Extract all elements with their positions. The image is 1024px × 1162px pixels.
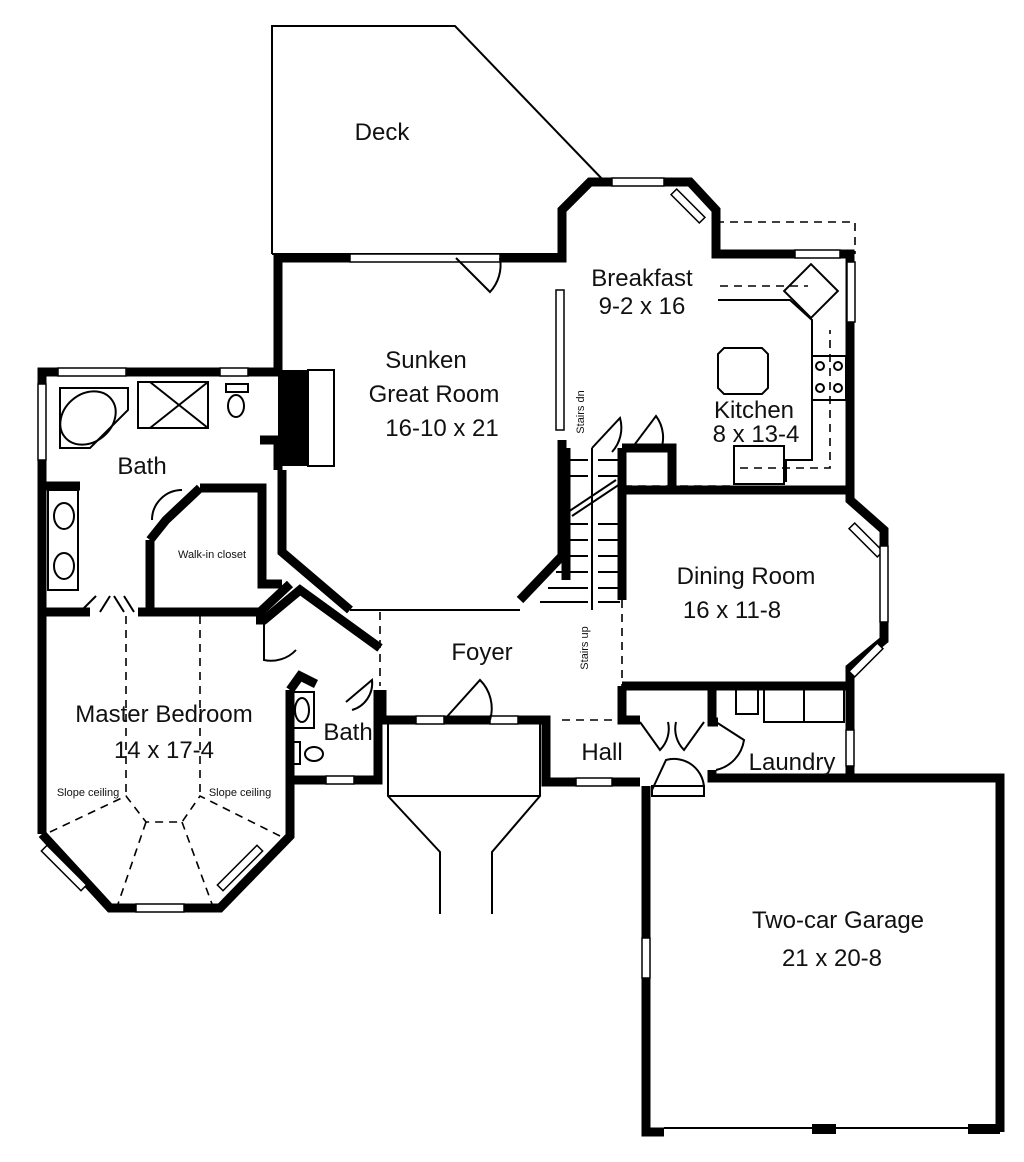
room-size-breakfast: 9-2 x 16: [599, 293, 686, 320]
deck: [271, 25, 606, 255]
room-label-half-bath: Bath: [323, 719, 372, 746]
stairs-up-label: Stairs up: [579, 626, 591, 669]
room-label-walk-in-closet: Walk-in closet: [178, 549, 246, 561]
room-label-hall: Hall: [581, 739, 622, 766]
room-size-great-room: 16-10 x 21: [385, 415, 498, 442]
room-label-foyer: Foyer: [451, 639, 512, 666]
room-label-deck: Deck: [355, 119, 411, 146]
master-bath-walls: [37, 367, 294, 834]
staircase: [540, 414, 677, 690]
room-size-garage: 21 x 20-8: [782, 945, 882, 972]
stairs-down-label: Stairs dn: [575, 390, 587, 433]
room-label-breakfast: Breakfast: [591, 265, 693, 292]
dining-room-walls: [622, 485, 889, 691]
room-label-great-room-2: Great Room: [369, 381, 500, 408]
slope-ceiling-right-label: Slope ceiling: [209, 787, 271, 799]
room-label-garage: Two-car Garage: [752, 907, 924, 934]
master-bedroom-walls: [38, 616, 295, 913]
room-size-kitchen: 8 x 13-4: [713, 421, 800, 448]
room-label-master-bath: Bath: [117, 453, 166, 480]
room-size-dining-room: 16 x 11-8: [683, 597, 781, 624]
front-porch: [387, 722, 541, 914]
room-size-master-bedroom: 14 x 17-4: [114, 737, 214, 764]
breakfast-walls: [557, 177, 856, 500]
room-label-kitchen: Kitchen: [714, 397, 794, 424]
slope-ceiling-left-label: Slope ceiling: [57, 787, 119, 799]
room-label-master-bedroom: Master Bedroom: [75, 701, 252, 728]
hall-laundry-walls: [562, 686, 855, 797]
garage-walls: [641, 773, 1005, 1137]
room-label-laundry: Laundry: [749, 749, 836, 776]
room-label-dining-room: Dining Room: [677, 563, 816, 590]
room-label-great-room-1: Sunken: [385, 347, 466, 374]
half-bath-walls: [256, 584, 640, 787]
